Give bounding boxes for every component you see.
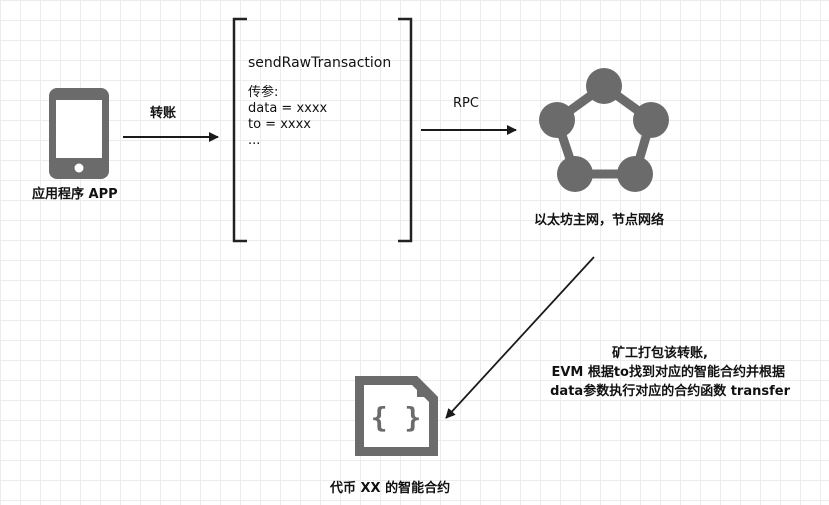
miner-note-line3: data参数执行对应的合约函数 transfer bbox=[550, 384, 790, 399]
rpc-label: RPC bbox=[453, 96, 479, 111]
app-label: 应用程序 APP bbox=[32, 187, 118, 202]
right-bracket bbox=[398, 17, 413, 243]
miner-note: 矿工打包该转账, EVM 根据to找到对应的智能合约并根据 data参数执行对应… bbox=[470, 344, 810, 401]
tx-ellipsis: ... bbox=[248, 133, 261, 148]
network-nodes-icon bbox=[539, 68, 669, 192]
transaction-block: sendRawTransaction 传参: data = xxxx to = … bbox=[248, 55, 391, 149]
phone-icon bbox=[49, 88, 109, 179]
left-bracket bbox=[232, 17, 247, 243]
miner-note-line1: 矿工打包该转账, bbox=[612, 346, 708, 361]
contract-label: 代币 XX 的智能合约 bbox=[330, 481, 451, 496]
tx-param-data: data = xxxx bbox=[248, 101, 328, 116]
transfer-label: 转账 bbox=[150, 106, 177, 121]
arrow-network-to-contract bbox=[445, 256, 595, 419]
network-label: 以太坊主网，节点网络 bbox=[534, 213, 665, 228]
tx-params-title: 传参: bbox=[248, 85, 279, 100]
tx-method: sendRawTransaction bbox=[248, 55, 392, 71]
curly-braces-icon: { } bbox=[371, 401, 422, 434]
tx-param-to: to = xxxx bbox=[248, 117, 311, 132]
contract-file-icon: { } bbox=[355, 376, 438, 456]
miner-note-line2: EVM 根据to找到对应的智能合约并根据 bbox=[551, 365, 785, 380]
